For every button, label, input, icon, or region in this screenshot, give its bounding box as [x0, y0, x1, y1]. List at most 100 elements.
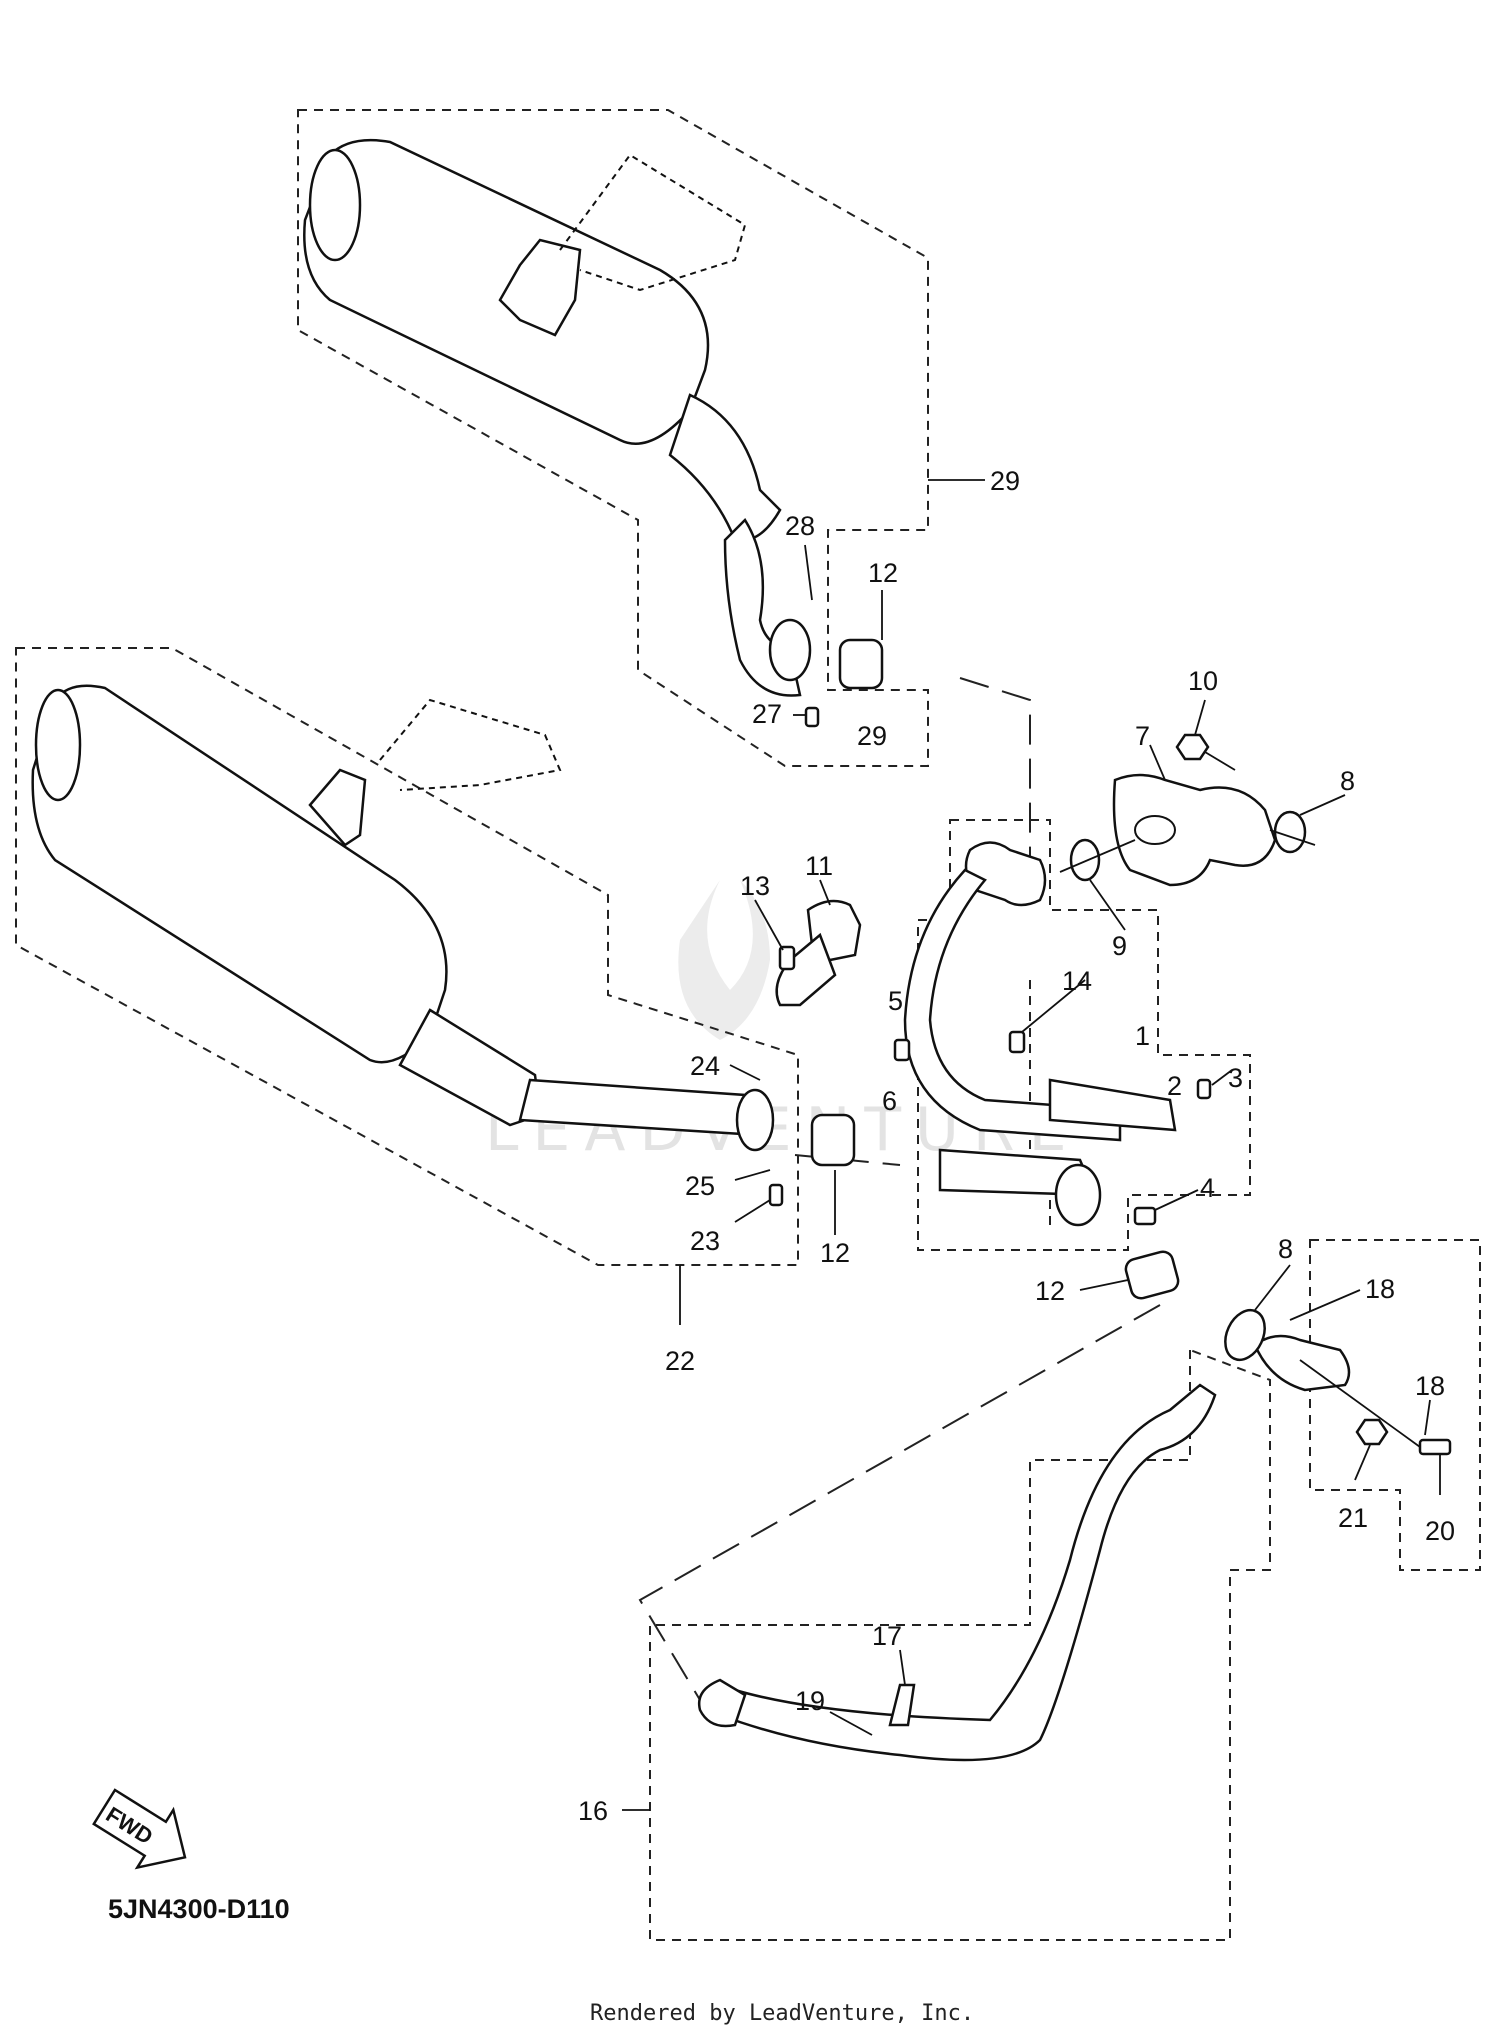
elbow-7 [1112, 773, 1277, 887]
nut-10 [1175, 733, 1210, 761]
callout-4: 4 [1200, 1173, 1215, 1203]
leader-14 [1021, 979, 1086, 1033]
upper-muffler-end-cap [308, 148, 362, 262]
leader-19 [829, 1711, 873, 1736]
callout-13: 13 [740, 871, 770, 901]
header-pipe-group-outline [917, 819, 1251, 1251]
alignment-line-lower [638, 1304, 1161, 1701]
leader-4 [1154, 1189, 1199, 1211]
bolt-17 [888, 1683, 916, 1727]
leader-21 [1354, 1444, 1371, 1481]
nut-4 [1133, 1206, 1157, 1226]
callout-27: 27 [752, 699, 782, 729]
lower-muffler-bracket [308, 768, 367, 847]
stud-line-9 [1059, 839, 1136, 873]
callout-12-middle: 12 [820, 1238, 850, 1268]
group-outlines [15, 109, 1481, 1941]
header-pipe-branch [1048, 1078, 1177, 1132]
callout-10: 10 [1188, 666, 1218, 696]
leader-28 [804, 544, 813, 601]
bolt-5 [893, 1038, 911, 1062]
stud-line-10 [1204, 751, 1236, 771]
callout-5: 5 [888, 986, 903, 1016]
gasket-12-middle [810, 1113, 856, 1167]
leader-11 [819, 879, 831, 906]
callout-11: 11 [805, 851, 833, 881]
bolt-23 [768, 1183, 784, 1207]
callout-6: 6 [882, 1086, 897, 1116]
callout-25: 25 [685, 1171, 715, 1201]
callout-18-lower: 18 [1415, 1371, 1445, 1401]
stud-line-8 [1269, 829, 1316, 846]
callout-12-lower: 12 [1035, 1276, 1065, 1306]
elbow-assembly [1059, 733, 1316, 887]
fwd-arrow: FWD [92, 1788, 187, 1870]
callout-29-upper: 29 [990, 466, 1020, 496]
leader-12-lower [1079, 1279, 1129, 1291]
upper-muffler-tail [668, 393, 782, 542]
callout-19: 19 [795, 1686, 825, 1716]
leader-13 [754, 899, 784, 951]
bolt-27 [804, 706, 820, 728]
small-hardware [768, 706, 1212, 1226]
callout-16: 16 [578, 1796, 608, 1826]
callout-labels: 1 2 3 4 5 6 7 8 8 9 10 11 12 12 12 13 14… [578, 466, 1455, 1826]
upper-muffler-stay [559, 153, 747, 292]
lower-muffler-end-cap [34, 688, 82, 802]
lower-muffler [31, 684, 775, 1152]
lower-header-inlet [697, 1678, 747, 1728]
leader-23 [734, 1199, 771, 1223]
gasket-8-upper [1273, 810, 1307, 854]
lower-muffler-group-outline [15, 647, 799, 1266]
alignment-line-upper [959, 677, 1031, 900]
callout-8-upper: 8 [1340, 766, 1355, 796]
upper-muffler-group-outline [297, 109, 929, 767]
callout-23: 23 [690, 1226, 720, 1256]
gasket-12-upper [838, 638, 884, 690]
callout-14: 14 [1062, 966, 1092, 996]
upper-muffler [303, 138, 812, 697]
callout-17: 17 [872, 1621, 902, 1651]
callout-8-lower: 8 [1278, 1234, 1293, 1264]
diagram-code: 5JN4300-D110 [108, 1894, 290, 1924]
lower-header-flange [1253, 1334, 1351, 1392]
lower-muffler-tail [398, 1008, 542, 1127]
nut-21 [1355, 1418, 1389, 1446]
header-pipe-flange [964, 841, 1047, 907]
leader-9 [1089, 879, 1126, 931]
fwd-arrow-icon [92, 1788, 187, 1870]
leader-18-lower [1424, 1399, 1431, 1436]
lower-header-pipe [697, 1308, 1452, 1762]
bolt-2 [1196, 1078, 1212, 1100]
gasket-9 [1069, 838, 1101, 882]
leader-10 [1194, 699, 1206, 736]
callout-20: 20 [1425, 1516, 1455, 1546]
callout-18-upper: 18 [1365, 1274, 1395, 1304]
lower-header-pipe-tube [718, 1383, 1217, 1762]
rendered-by-footer: Rendered by LeadVenture, Inc. [590, 2001, 974, 2026]
leader-8-upper [1299, 794, 1346, 816]
exhaust-header-pipe [903, 841, 1177, 1227]
lower-muffler-body [31, 684, 448, 1064]
callout-21: 21 [1338, 1503, 1368, 1533]
header-pipe-clamp [1054, 1163, 1102, 1227]
bolt-20 [1418, 1438, 1452, 1456]
lower-muffler-stay [379, 698, 562, 791]
leader-18-upper [1289, 1289, 1361, 1321]
watermark-flame-logo [678, 880, 770, 1040]
leader-lines [622, 479, 1441, 1811]
callout-28: 28 [785, 511, 815, 541]
leader-8-lower [1254, 1264, 1291, 1311]
leader-3 [1211, 1069, 1233, 1086]
bolt-13 [778, 945, 796, 971]
callout-2: 2 [1167, 1071, 1182, 1101]
callout-1: 1 [1135, 1021, 1150, 1051]
leader-24 [729, 1064, 761, 1081]
rear-flange [775, 899, 862, 1007]
stud-line-21 [1299, 1359, 1421, 1448]
upper-muffler-bracket [498, 238, 582, 337]
gasket-12-lower [1124, 1250, 1180, 1300]
upper-muffler-clamp [768, 618, 812, 682]
lower-pipe-group-outline [649, 1348, 1271, 1941]
elbow-7-port [1134, 815, 1176, 845]
